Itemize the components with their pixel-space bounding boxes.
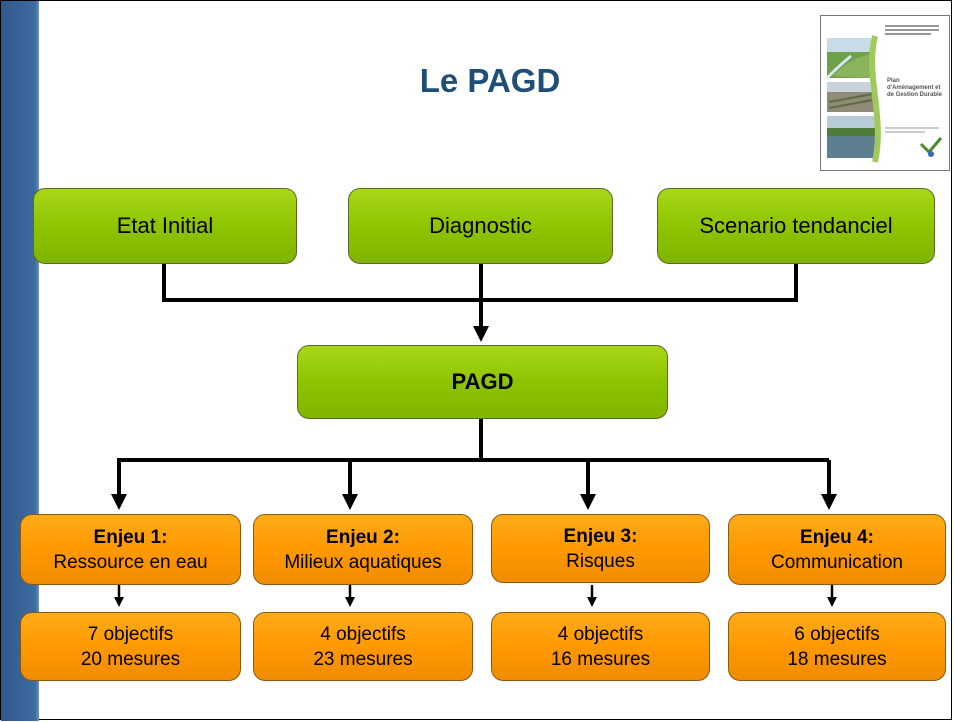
- enjeu-4-subtitle: Communication: [771, 551, 903, 573]
- box-pagd: PAGD: [297, 345, 668, 419]
- enjeu-1-subtitle: Ressource en eau: [53, 551, 208, 573]
- objectifs-4-count: 6 objectifs: [794, 623, 880, 645]
- mesures-2-count: 23 mesures: [313, 648, 413, 670]
- box-pagd-label: PAGD: [451, 369, 514, 394]
- objectifs-2-count: 4 objectifs: [320, 623, 406, 645]
- enjeu-2-title: Enjeu 2:: [326, 526, 400, 548]
- mesures-3-count: 16 mesures: [550, 648, 651, 670]
- enjeu-3-subtitle: Risques: [566, 550, 635, 572]
- box-enjeu-3: Enjeu 3: Risques: [491, 514, 710, 583]
- enjeu-1-title: Enjeu 1:: [93, 526, 168, 548]
- box-enjeu-1: Enjeu 1: Ressource en eau: [20, 514, 241, 585]
- cover-heading: Plan d'Aménagement et de Gestion Durable: [887, 78, 943, 98]
- cover-image: [825, 20, 945, 166]
- sidebar-stripe: [1, 1, 39, 721]
- box-enjeu-4: Enjeu 4: Communication: [728, 514, 946, 585]
- box-diagnostic-label: Diagnostic: [429, 213, 532, 238]
- box-scenario-tendanciel: Scenario tendanciel: [657, 188, 935, 264]
- box-etat-initial-label: Etat Initial: [116, 213, 214, 238]
- box-enjeu-2: Enjeu 2: Milieux aquatiques: [253, 514, 473, 585]
- box-objectifs-3: 4 objectifs 16 mesures: [491, 612, 710, 681]
- document-cover-thumbnail: Plan d'Aménagement et de Gestion Durable: [820, 15, 950, 171]
- box-objectifs-2: 4 objectifs 23 mesures: [253, 612, 473, 681]
- box-objectifs-1: 7 objectifs 20 mesures: [20, 612, 241, 681]
- page-title: Le PAGD: [419, 62, 561, 99]
- box-scenario-tendanciel-label: Scenario tendanciel: [699, 213, 893, 238]
- mesures-4-count: 18 mesures: [787, 648, 887, 670]
- enjeu-4-title: Enjeu 4:: [800, 526, 874, 548]
- box-objectifs-4: 6 objectifs 18 mesures: [728, 612, 946, 681]
- box-etat-initial: Etat Initial: [33, 188, 297, 264]
- mesures-1-count: 20 mesures: [80, 648, 181, 670]
- objectifs-1-count: 7 objectifs: [87, 623, 174, 645]
- objectifs-3-count: 4 objectifs: [557, 623, 644, 645]
- enjeu-2-subtitle: Milieux aquatiques: [284, 551, 442, 573]
- box-diagnostic: Diagnostic: [348, 188, 613, 264]
- enjeu-3-title: Enjeu 3:: [563, 525, 638, 547]
